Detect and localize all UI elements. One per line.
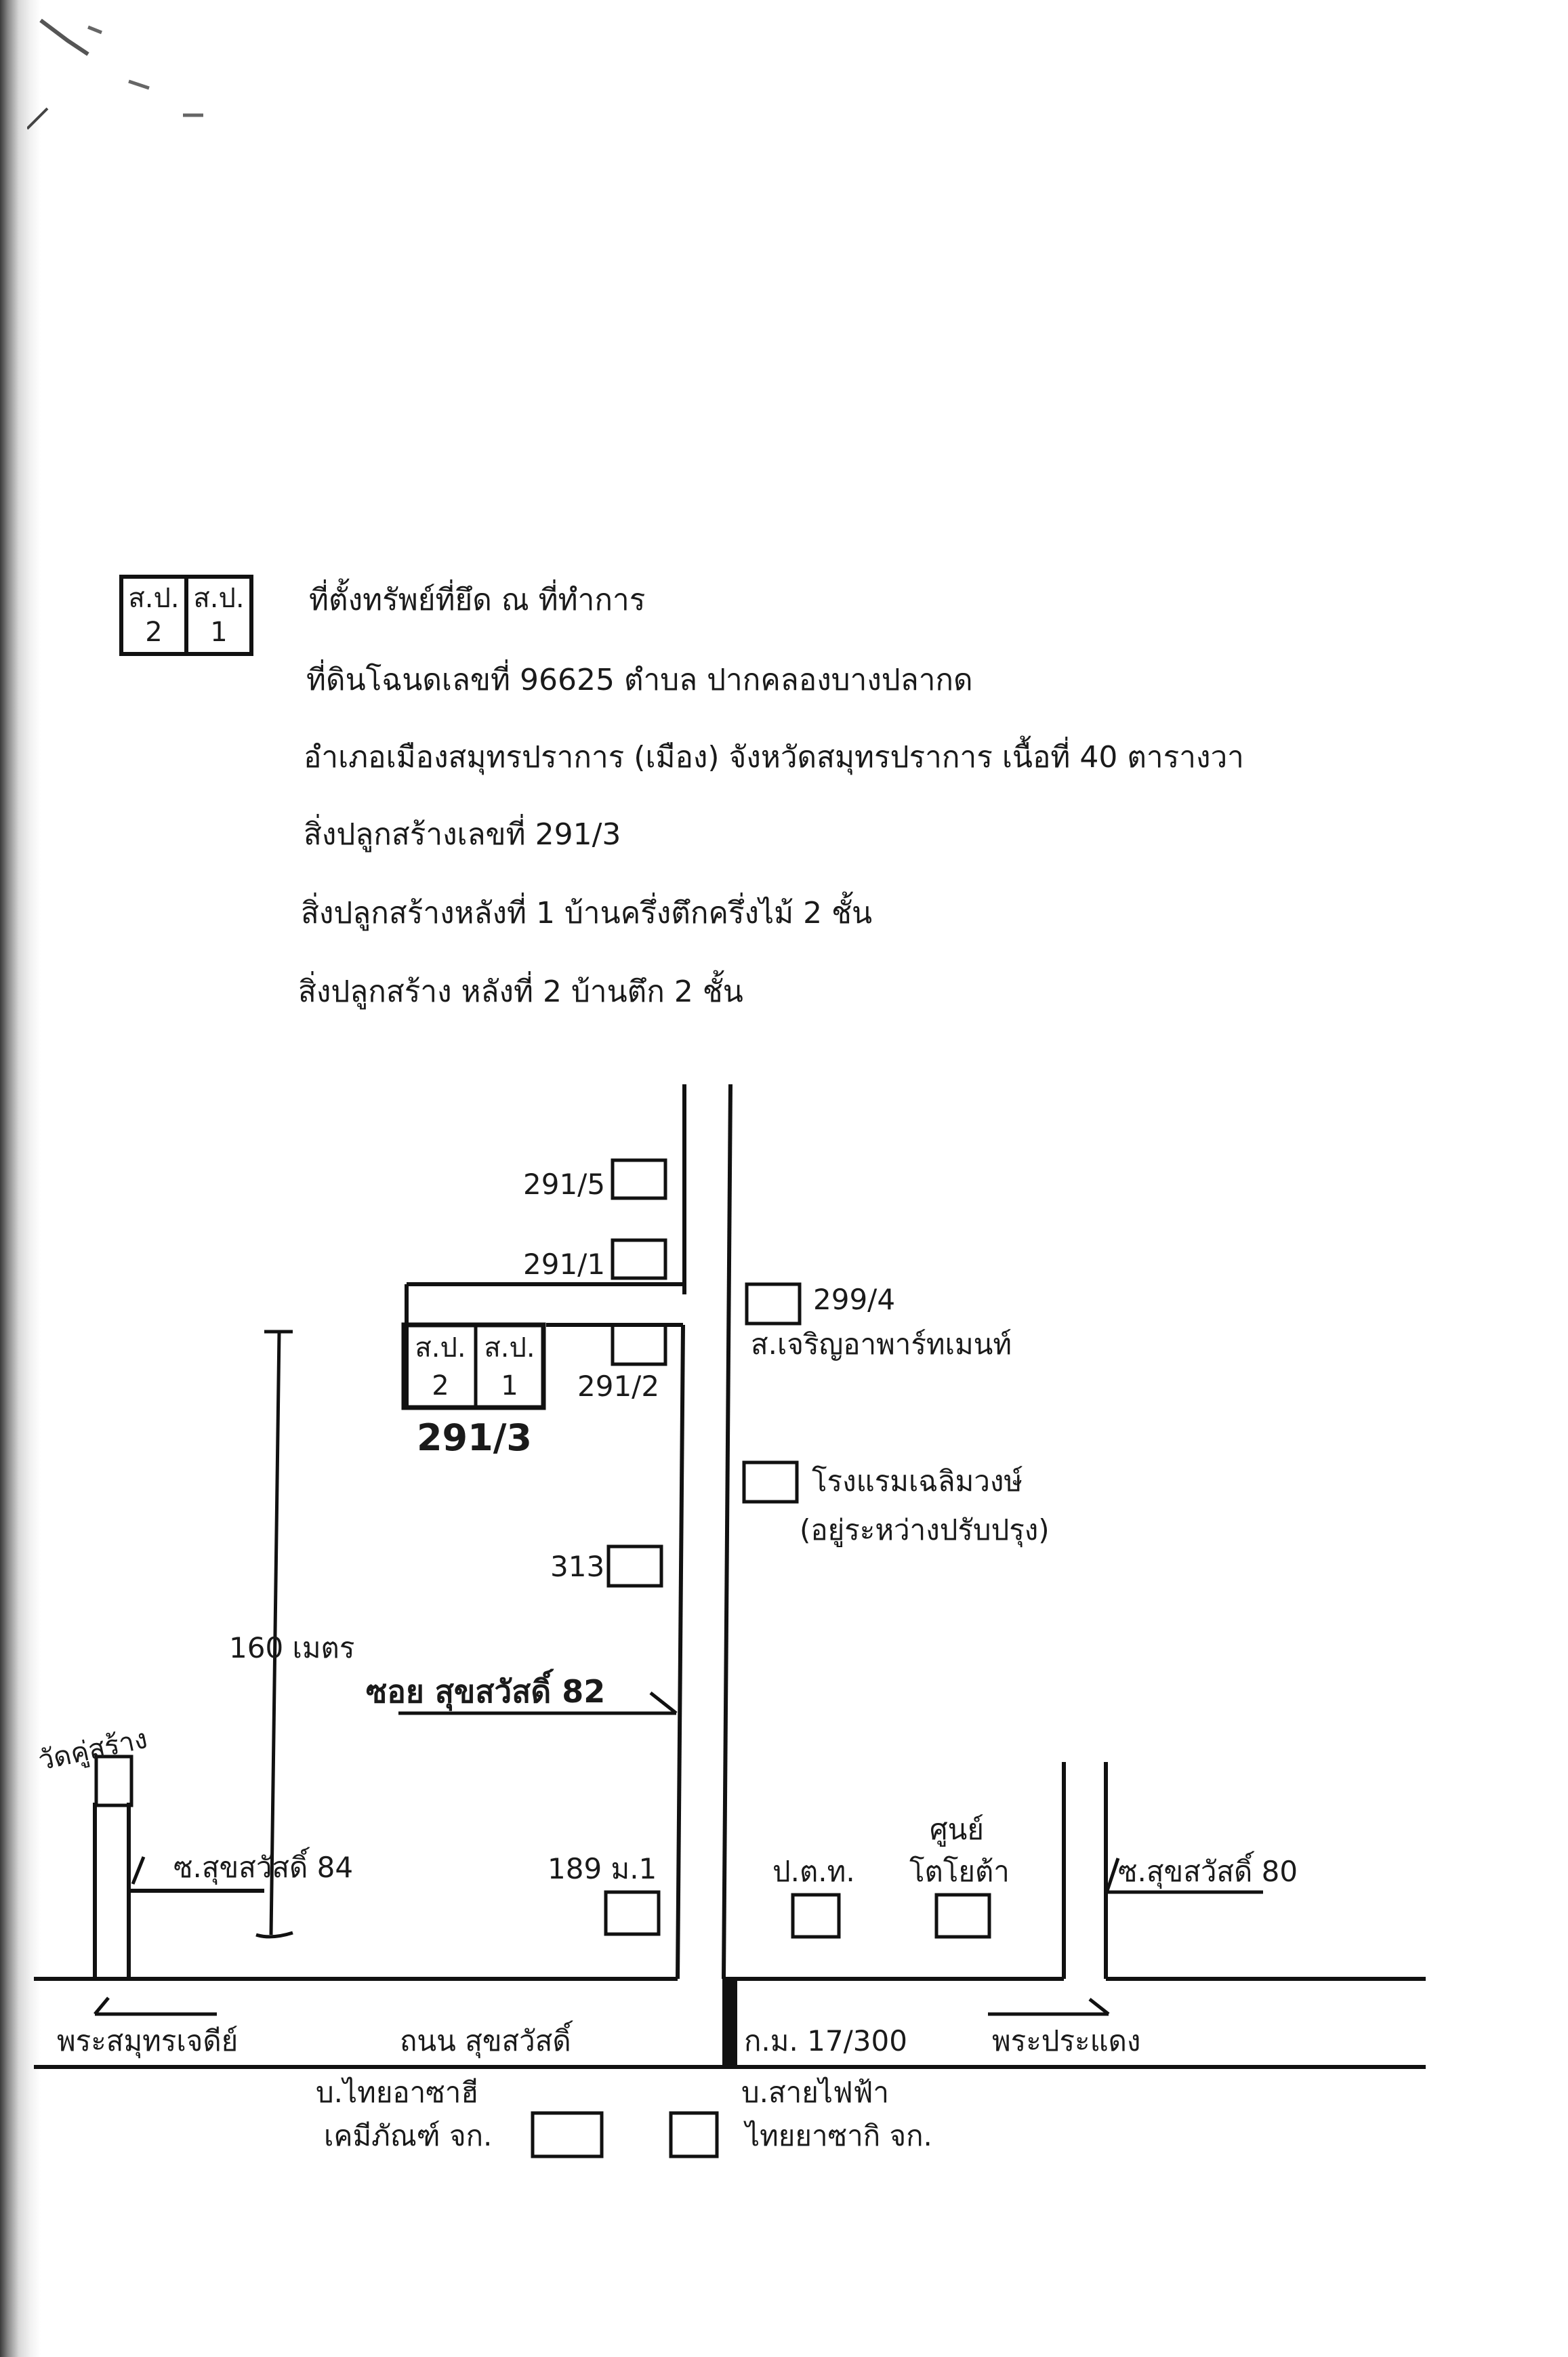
roads — [34, 1084, 1426, 2069]
badge-label: ส.ป. — [193, 583, 245, 614]
info-line-district: อำเภอเมืองสมุทรปราการ (เมือง) จังหวัดสมุ… — [304, 740, 1244, 775]
info-line-building-1: สิ่งปลูกสร้างหลังที่ 1 บ้านครึ่งตึกครึ่ง… — [301, 896, 873, 930]
label-km-marker: ก.ม. 17/300 — [744, 2024, 907, 2057]
arrow-soi-80 — [1105, 1858, 1263, 1894]
label-ptt: ป.ต.ท. — [772, 1855, 855, 1888]
arrow-left-direction — [94, 1996, 217, 2016]
info-line-deed: ที่ดินโฉนดเลขที่ 96625 ตำบล ปากคลองบางปล… — [306, 663, 973, 697]
label-291-2: 291/2 — [577, 1370, 659, 1403]
label-189: 189 ม.1 — [548, 1852, 657, 1885]
label-company-right-2: ไทยยาซากิ จก. — [743, 2119, 932, 2152]
box-189 — [604, 1890, 661, 1936]
box-291-5 — [611, 1158, 667, 1200]
label-299-4: 299/4 — [813, 1283, 895, 1316]
target-badge-label: ส.ป. — [415, 1332, 466, 1364]
label-soi-82: ซอย สุขสวัสดิ์ 82 — [366, 1668, 605, 1711]
label-toyota-1: ศูนย์ — [930, 1813, 984, 1847]
box-company-right — [669, 2111, 719, 2158]
label-soi-84: ซ.สุขสวัสดิ์ 84 — [173, 1847, 353, 1885]
box-299-4 — [745, 1282, 802, 1326]
label-company-right-1: บ.สายไฟฟ้า — [741, 2076, 889, 2109]
label-313: 313 — [550, 1550, 604, 1583]
distance-measure — [255, 1330, 293, 1939]
label-dir-right: พระประแดง — [992, 2024, 1140, 2057]
info-line-building-2: สิ่งปลูกสร้าง หลังที่ 2 บ้านตึก 2 ชั้น — [298, 975, 743, 1009]
box-hotel — [742, 1460, 799, 1504]
target-property-badge: ส.ป. 2 ส.ป. 1 — [401, 1322, 546, 1410]
label-291-1: 291/1 — [523, 1248, 605, 1281]
box-ptt — [791, 1893, 841, 1939]
header-title-deed-badge: ส.ป. 2 ส.ป. 1 — [119, 575, 253, 656]
badge-cell-sp1: ส.ป. 1 — [184, 579, 249, 652]
paper-binding-shadow — [0, 0, 41, 2357]
label-dir-left: พระสมุทรเจดีย์ — [57, 2024, 238, 2059]
label-apartment: ส.เจริญอาพาร์ทเมนท์ — [751, 1328, 1012, 1361]
box-291-1 — [611, 1238, 667, 1280]
label-company-left-2: เคมีภัณฑ์ จก. — [324, 2119, 492, 2152]
arrow-soi-84 — [131, 1856, 146, 1885]
target-property-number: 291/3 — [417, 1416, 532, 1459]
info-line-building-number: สิ่งปลูกสร้างเลขที่ 291/3 — [304, 817, 621, 852]
building-boxes — [94, 1158, 991, 2158]
arrow-soi-82 — [398, 1692, 678, 1715]
target-badge-number: 2 — [432, 1370, 449, 1401]
target-badge-number: 1 — [501, 1370, 518, 1401]
label-toyota-2: โตโยต้า — [909, 1855, 1010, 1888]
label-hotel-note: (อยู่ระหว่างปรับปรุง) — [800, 1513, 1050, 1548]
badge-label: ส.ป. — [128, 583, 180, 614]
label-distance: 160 เมตร — [229, 1631, 354, 1664]
arrow-right-direction — [988, 1998, 1110, 2016]
label-291-5: 291/5 — [523, 1168, 605, 1201]
box-291-2 — [611, 1323, 667, 1366]
km-marker-post — [722, 1979, 737, 2067]
box-temple — [94, 1755, 133, 1807]
corner-pen-marks — [27, 18, 203, 130]
label-hotel: โรงแรมเฉลิมวงษ์ — [812, 1464, 1023, 1498]
label-soi-80: ซ.สุขสวัสดิ์ 80 — [1118, 1851, 1298, 1889]
label-company-left-1: บ.ไทยอาซาฮี — [316, 2076, 478, 2109]
label-main-road: ถนน สุขสวัสดิ์ — [400, 2020, 573, 2059]
badge-number: 1 — [210, 617, 228, 648]
badge-number: 2 — [145, 617, 163, 648]
box-313 — [606, 1544, 663, 1588]
target-badge-label: ส.ป. — [484, 1332, 535, 1364]
info-line-location: ที่ตั้งทรัพย์ที่ยึด ณ ที่ทำการ — [309, 583, 646, 617]
box-toyota — [934, 1893, 991, 1939]
badge-cell-sp2: ส.ป. 2 — [123, 579, 184, 652]
box-company-left — [531, 2111, 604, 2158]
